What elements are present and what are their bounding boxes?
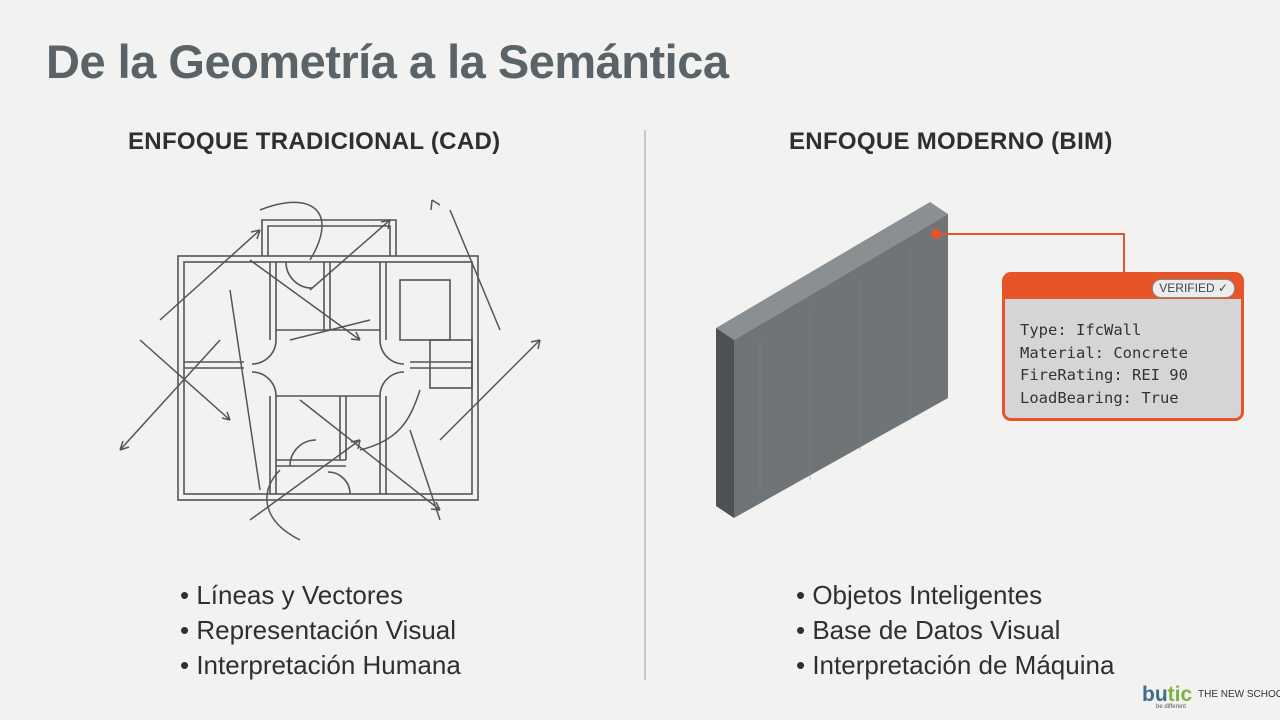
bim-heading: ENFOQUE MODERNO (BIM): [789, 128, 1113, 155]
logo-tagline: be different: [1156, 704, 1186, 710]
card-properties: Type: IfcWall Material: Concrete FireRat…: [1005, 299, 1241, 409]
cad-heading: ENFOQUE TRADICIONAL (CAD): [128, 128, 501, 155]
verified-badge: VERIFIED ✓: [1152, 279, 1235, 298]
column-divider: [644, 130, 646, 680]
logo-subtitle: THE NEW SCHOOL: [1198, 689, 1280, 700]
page-title: De la Geometría a la Semántica: [46, 35, 729, 88]
logo-wordmark: butic: [1142, 683, 1193, 706]
list-item: Objetos Inteligentes: [796, 578, 1114, 613]
list-item: Representación Visual: [180, 613, 461, 648]
list-item: Base de Datos Visual: [796, 613, 1114, 648]
list-item: Interpretación Humana: [180, 648, 460, 683]
property-fire-rating: FireRating: REI 90: [1020, 366, 1188, 384]
property-material: Material: Concrete: [1020, 343, 1188, 362]
semantic-data-card: VERIFIED ✓ Type: IfcWall Material: Concr…: [1002, 272, 1244, 421]
bim-bullet-list: Objetos Inteligentes Base de Datos Visua…: [796, 578, 1114, 683]
butic-logo: butic THE NEW SCHOOL be different: [1142, 683, 1280, 714]
card-header: VERIFIED ✓: [1005, 275, 1241, 299]
cad-floor-plan-illustration: [119, 199, 541, 541]
property-type: Type: IfcWall: [1020, 321, 1142, 339]
cad-bullet-list: Líneas y Vectores Representación Visual …: [180, 578, 461, 683]
property-load-bearing: LoadBearing: True: [1020, 388, 1179, 407]
bim-wall-illustration: [716, 202, 1125, 518]
list-item: Líneas y Vectores: [180, 578, 461, 613]
list-item: Interpretación de Máquina: [796, 648, 1114, 683]
